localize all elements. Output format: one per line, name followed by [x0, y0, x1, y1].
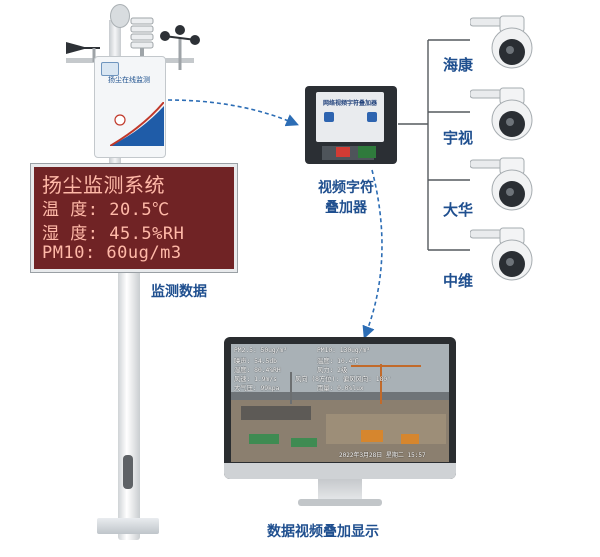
screen-wind-force: 风力: 2级 [317, 367, 348, 374]
screen-wind-speed: 风速: 1.9m/s [234, 376, 277, 383]
device-indicator-icon [324, 112, 334, 122]
camera-label-dahua: 大华 [443, 201, 474, 219]
device-to-monitor-arrow [362, 169, 383, 339]
screen-humidity: 湿度: 80.4%RH [234, 367, 281, 374]
station-pole [118, 255, 140, 540]
overlay-label-line1: 视频字符 [318, 180, 374, 196]
device-green-terminal [358, 146, 376, 158]
led-title: 扬尘监测系统 [42, 173, 165, 197]
overlay-device-title: 网络视频字符叠加器 [322, 100, 377, 107]
dome-camera-icon [470, 87, 533, 141]
device-red-port [336, 147, 350, 157]
screen-pressure: 大气压: 99kpa [234, 385, 280, 392]
screen-pm10: PM10: 130ug/m³ [317, 347, 371, 354]
display-label: 数据视频叠加显示 [267, 524, 379, 540]
led-pm10: PM10: 60ug/m3 [42, 243, 182, 263]
camera-label-hikvision: 海康 [443, 56, 474, 74]
camera-label-jovision: 中维 [443, 272, 474, 290]
screen-noise: 噪声: 54.5db [234, 358, 277, 365]
device-indicator-icon [367, 112, 377, 122]
screen-temperature: 温度: 10.4℃ [317, 358, 359, 365]
dome-camera-icon [470, 15, 533, 69]
construction-site-scene [231, 344, 449, 462]
led-display-board: 扬尘监测系统 温 度: 20.5℃ 湿 度: 45.5%RH PM10: 60u… [31, 164, 237, 272]
station-to-device-arrow [167, 99, 299, 127]
enclosure-label: 扬尘在线监测 [108, 76, 150, 84]
screen-wind-direction: 风向 (8方位): 偏风风向: 180° [295, 376, 391, 383]
led-humidity: 湿 度: 45.5%RH [42, 224, 185, 244]
enclosure-swoosh-icon [110, 102, 164, 146]
pole-base [97, 518, 159, 534]
dome-camera-icon [470, 157, 533, 211]
monitor-stand [318, 479, 362, 501]
camera-label-uniview: 宇视 [443, 129, 474, 147]
radiation-shield-icon [130, 17, 154, 60]
monitor-chin [224, 463, 456, 479]
screen-rainfall: 雨量: 0.0%lux [317, 385, 364, 392]
screen-pm25: PM2.5: 50ug/m³ [234, 347, 288, 354]
monitor-data-label: 监测数据 [151, 284, 207, 300]
screen-timestamp: 2022年3月28日 星期二 15:57 [339, 452, 426, 459]
rain-sensor-icon [110, 4, 130, 28]
enclosure-logo-icon [101, 62, 119, 76]
monitor-stand-base [298, 499, 382, 506]
overlay-label-line2: 叠加器 [325, 200, 367, 216]
led-temperature: 温 度: 20.5℃ [42, 200, 170, 220]
monitor-screen: PM2.5: 50ug/m³ PM10: 130ug/m³ 噪声: 54.5db… [231, 344, 449, 462]
anemometer-icon [160, 25, 200, 70]
pole-access-door [123, 455, 133, 489]
dome-camera-icon [470, 227, 533, 281]
